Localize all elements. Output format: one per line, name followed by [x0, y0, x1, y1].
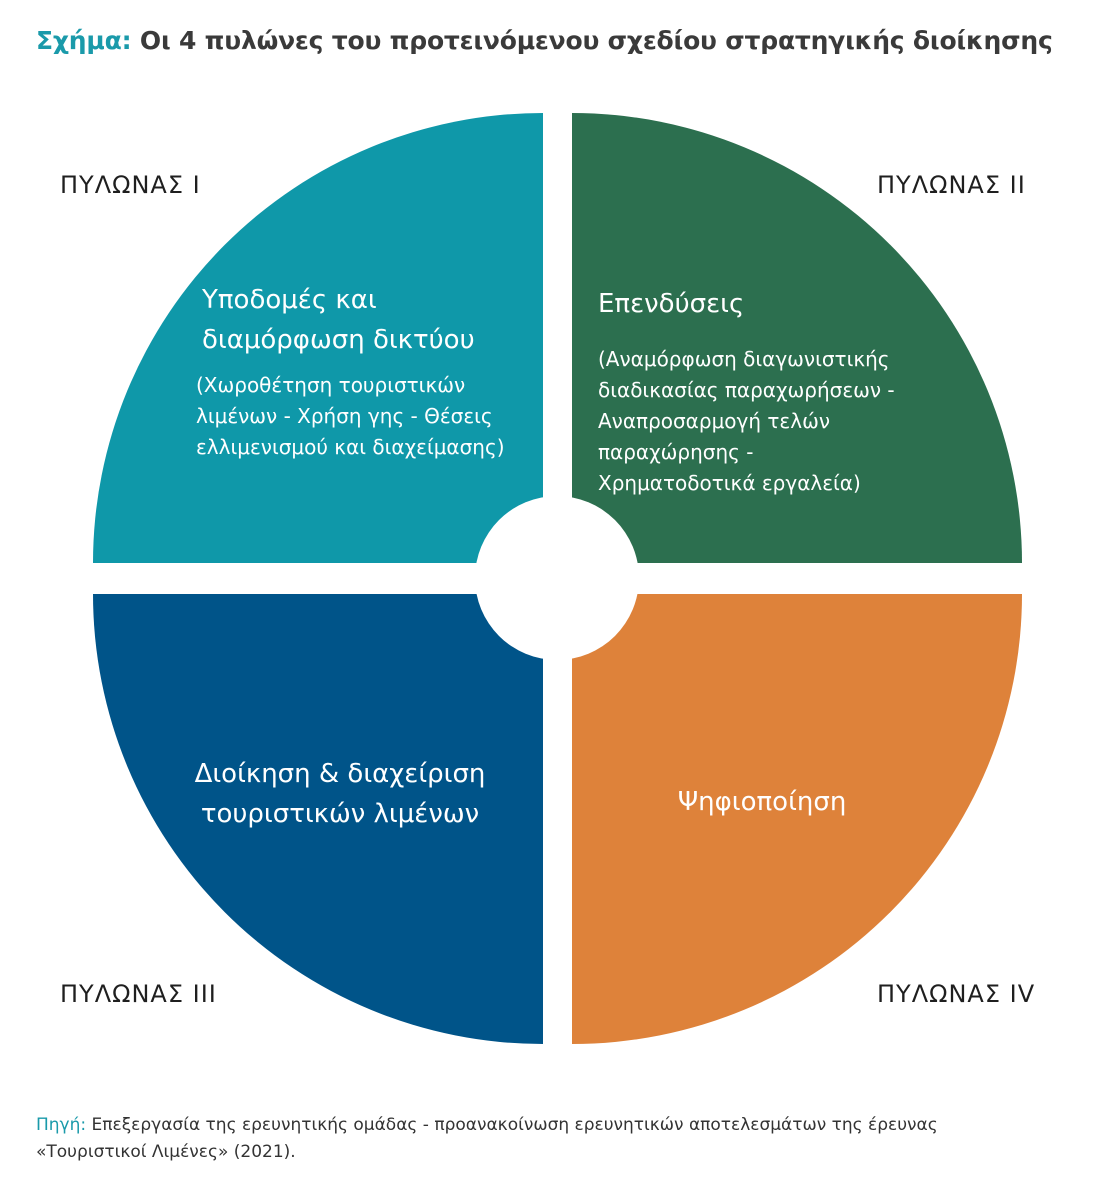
pillar-1-detail-line: λιμένων - Χρήση γης - Θέσεις	[196, 404, 493, 428]
pillar-1-detail-line: (Χωροθέτηση τουριστικών	[196, 373, 466, 397]
pillar-3-title-line: Διοίκηση & διαχείριση	[194, 759, 486, 789]
pillar-2-details: (Αναμόρφωση διαγωνιστικής διαδικασίας πα…	[598, 344, 978, 499]
pillar-1-quadrant	[93, 113, 543, 563]
pillar-3-title-line: τουριστικών λιμένων	[200, 799, 480, 829]
pillar-1-details: (Χωροθέτηση τουριστικών λιμένων - Χρήση …	[196, 370, 546, 463]
pillar-1-text: Υποδομές και διαμόρφωση δικτύου (Χωροθέτ…	[196, 280, 546, 463]
pillar-2-tag: ΠΥΛΩΝΑΣ II	[877, 171, 1026, 199]
figure-title: Σχήμα: Οι 4 πυλώνες του προτεινόμενου σχ…	[36, 26, 1053, 55]
pillar-2-detail-line: Αναπροσαρμογή τελών	[598, 409, 831, 433]
pillar-1-title: Υποδομές και διαμόρφωση δικτύου	[196, 280, 546, 360]
pillar-4-title-line: Ψηφιοποίηση	[677, 787, 847, 817]
pillar-1-title-line: διαμόρφωση δικτύου	[202, 325, 475, 355]
pillar-1-detail-line: ελλιμενισμού και διαχείμασης)	[196, 435, 505, 459]
pillar-1-title-line: Υποδομές και	[202, 285, 377, 315]
source-text: Επεξεργασία της ερευνητικής ομάδας - προ…	[91, 1115, 938, 1135]
pillar-4-tag: ΠΥΛΩΝΑΣ IV	[877, 980, 1036, 1008]
pillar-2-text: Επενδύσεις (Αναμόρφωση διαγωνιστικής δια…	[598, 284, 978, 499]
source-line-2: «Τουριστικοί Λιμένες» (2021).	[36, 1142, 296, 1162]
source-note: Πηγή: Επεξεργασία της ερευνητικής ομάδας…	[36, 1112, 1066, 1166]
source-prefix: Πηγή:	[36, 1115, 87, 1135]
source-line-1: Πηγή: Επεξεργασία της ερευνητικής ομάδας…	[36, 1112, 1066, 1139]
pillar-2-quadrant	[572, 113, 1022, 563]
pillar-4-text: Ψηφιοποίηση	[572, 782, 952, 822]
figure-title-prefix: Σχήμα:	[36, 26, 132, 55]
figure-title-text: Οι 4 πυλώνες του προτεινόμενου σχεδίου σ…	[139, 26, 1053, 55]
pillar-4-quadrant	[572, 594, 1022, 1044]
pillar-2-detail-line: παραχώρησης -	[598, 440, 754, 464]
pillar-3-title: Διοίκηση & διαχείριση τουριστικών λιμένω…	[140, 754, 540, 834]
pillar-2-detail-line: διαδικασίας παραχωρήσεων -	[598, 378, 895, 402]
pillar-2-title-line: Επενδύσεις	[598, 289, 745, 319]
pillar-3-quadrant	[93, 594, 543, 1044]
pillar-3-text: Διοίκηση & διαχείριση τουριστικών λιμένω…	[140, 754, 540, 834]
pillar-2-detail-line: (Αναμόρφωση διαγωνιστικής	[598, 347, 890, 371]
pillar-2-title: Επενδύσεις	[598, 284, 978, 324]
pillar-2-detail-line: Χρηματοδοτικά εργαλεία)	[598, 471, 861, 495]
pillar-1-tag: ΠΥΛΩΝΑΣ I	[60, 171, 201, 199]
pillar-3-tag: ΠΥΛΩΝΑΣ III	[60, 980, 217, 1008]
pillar-4-title: Ψηφιοποίηση	[572, 782, 952, 822]
center-hub	[475, 496, 639, 660]
